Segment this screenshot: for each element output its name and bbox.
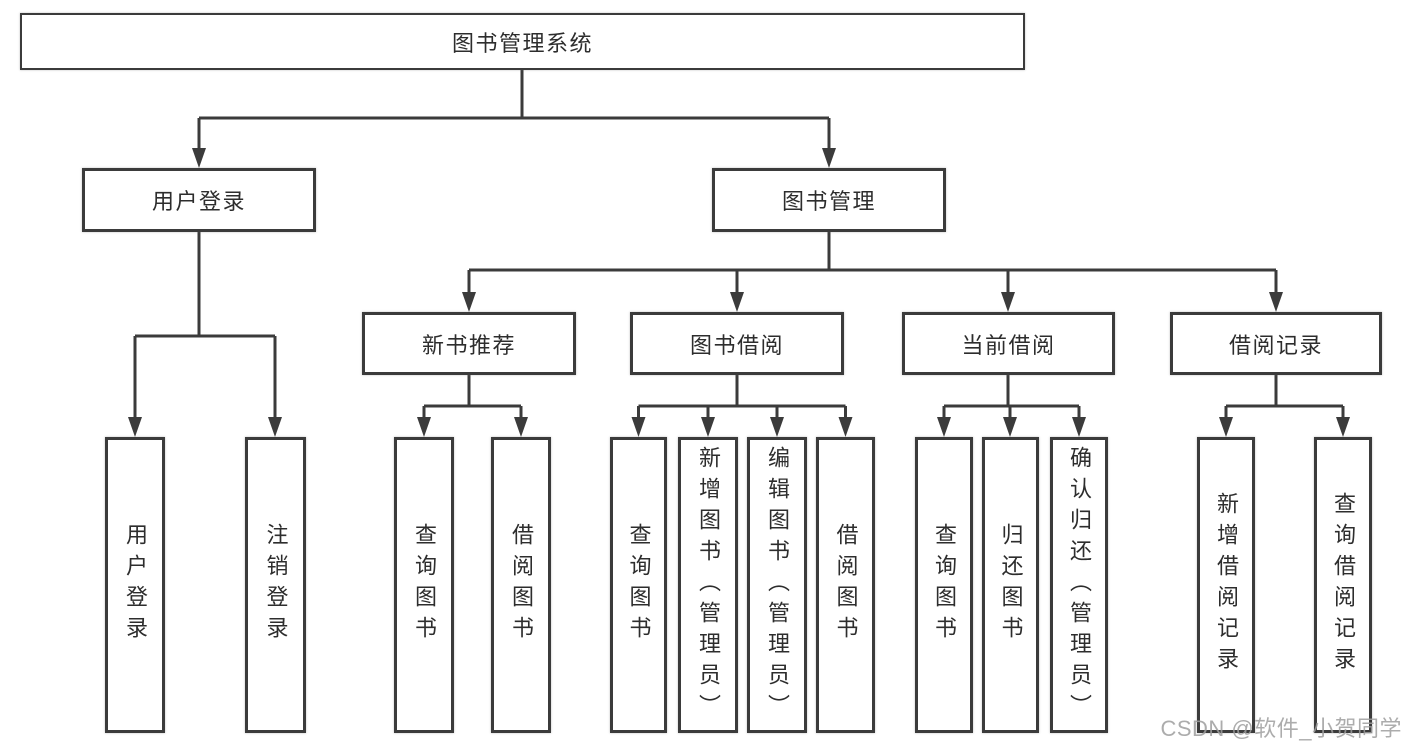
node-new-book-recommend: 新书推荐 bbox=[362, 312, 576, 375]
leaf-label: 查询借阅记录 bbox=[1331, 492, 1356, 678]
node-current-borrow: 当前借阅 bbox=[902, 312, 1115, 375]
leaf-query-books-current: 查询图书 bbox=[915, 437, 973, 733]
leaf-label: 借阅图书 bbox=[509, 523, 534, 647]
node-label: 新书推荐 bbox=[421, 332, 516, 358]
leaf-query-books-borrow: 查询图书 bbox=[610, 437, 667, 733]
connector-borrow-record-children bbox=[1219, 375, 1350, 437]
leaf-add-borrow-record: 新增借阅记录 bbox=[1197, 437, 1255, 733]
leaf-edit-book-admin: 编辑图书（管理员） bbox=[747, 437, 807, 733]
leaf-label: 用户登录 bbox=[123, 523, 148, 647]
node-label: 图书借阅 bbox=[689, 332, 784, 358]
leaf-borrow-books-recommend: 借阅图书 bbox=[491, 437, 551, 733]
node-label: 借阅记录 bbox=[1228, 332, 1323, 358]
leaf-query-books-recommend: 查询图书 bbox=[394, 437, 454, 733]
connector-current-borrow-children bbox=[937, 375, 1086, 437]
leaf-label: 查询图书 bbox=[626, 523, 652, 647]
root-node: 图书管理系统 bbox=[20, 13, 1025, 70]
connector-new-book-recommend-children bbox=[417, 375, 528, 437]
leaf-label: 查询图书 bbox=[412, 523, 437, 647]
leaf-label: 借阅图书 bbox=[833, 523, 859, 647]
connector-user-login-children bbox=[128, 232, 282, 437]
node-borrow-record: 借阅记录 bbox=[1170, 312, 1382, 375]
node-label: 用户登录 bbox=[151, 189, 246, 214]
leaf-label: 归还图书 bbox=[998, 523, 1024, 647]
leaf-add-book-admin: 新增图书（管理员） bbox=[678, 437, 738, 733]
node-label: 当前借阅 bbox=[961, 332, 1056, 358]
watermark: CSDN @软件_小贺同学 bbox=[1160, 716, 1402, 741]
leaf-label: 查询图书 bbox=[932, 523, 957, 647]
leaf-label: 编辑图书（管理员） bbox=[765, 445, 790, 725]
node-label: 图书管理 bbox=[781, 189, 876, 214]
root-label: 图书管理系统 bbox=[451, 30, 593, 56]
leaf-query-borrow-record: 查询借阅记录 bbox=[1314, 437, 1372, 733]
leaf-logout: 注销登录 bbox=[245, 437, 306, 733]
node-user-login: 用户登录 bbox=[82, 168, 316, 232]
leaf-borrow-books: 借阅图书 bbox=[816, 437, 875, 733]
leaf-label: 注销登录 bbox=[263, 523, 289, 647]
leaf-return-book: 归还图书 bbox=[982, 437, 1039, 733]
leaf-user-login: 用户登录 bbox=[105, 437, 165, 733]
leaf-label: 确认归还（管理员） bbox=[1067, 445, 1092, 725]
leaf-label: 新增借阅记录 bbox=[1214, 492, 1239, 678]
node-book-borrow: 图书借阅 bbox=[630, 312, 844, 375]
connector-root-to-level2 bbox=[192, 70, 836, 168]
leaf-confirm-return-admin: 确认归还（管理员） bbox=[1050, 437, 1108, 733]
node-book-management: 图书管理 bbox=[712, 168, 946, 232]
leaf-label: 新增图书（管理员） bbox=[696, 445, 721, 725]
connector-book-borrow-children bbox=[631, 375, 853, 437]
connector-book-management-to-level3 bbox=[462, 232, 1283, 312]
